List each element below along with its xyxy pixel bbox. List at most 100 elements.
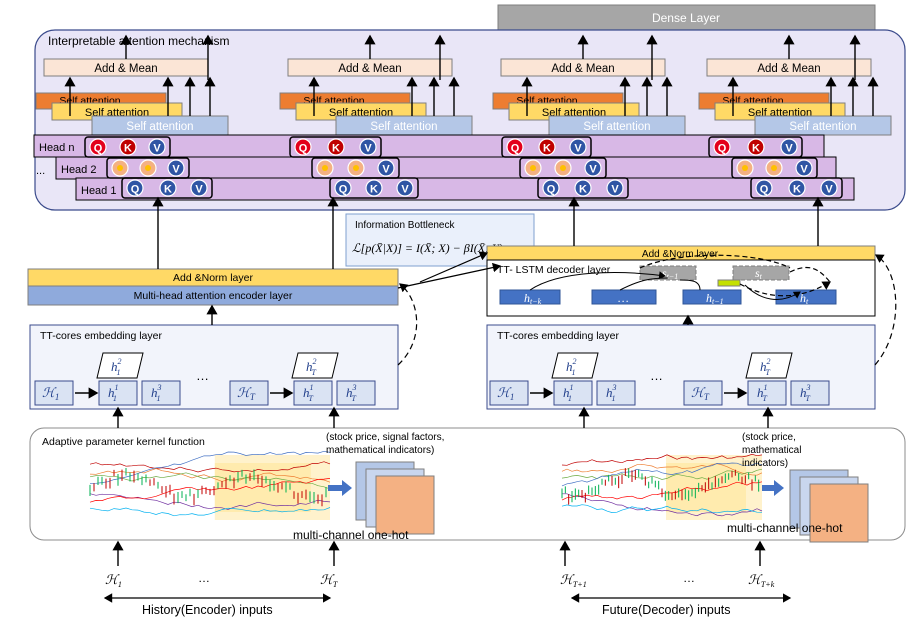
qkv-label: Q — [760, 184, 769, 196]
qkv-dot — [771, 165, 777, 171]
future-inputs-label: Future(Decoder) inputs — [602, 603, 731, 617]
qkv-circle-q — [755, 179, 773, 197]
qkv-label: V — [195, 184, 203, 196]
qkv-label: V — [574, 143, 582, 155]
onehot-channel-front — [375, 475, 435, 535]
tt-dots: … — [650, 368, 663, 383]
qkv-group-box — [289, 136, 382, 158]
qkv-label: V — [589, 164, 597, 176]
chart-line — [561, 468, 763, 480]
qkv-circle-v — [190, 179, 208, 197]
head-label: Head 1 — [81, 185, 116, 197]
onehot-label-right: multi-channel one-hot — [727, 521, 843, 535]
qkv-circle-v — [359, 138, 377, 156]
chart-line — [89, 507, 331, 517]
qkv-group-box — [329, 177, 419, 199]
mha-encoder-label: Multi-head attention encoder layer — [134, 290, 293, 302]
encoder-add-norm-label: Add &Norm layer — [173, 272, 253, 284]
self-attention-label: Self attention — [370, 121, 437, 133]
qkv-group-box — [750, 177, 843, 199]
lstm-state-label: st — [755, 266, 763, 281]
qkv-dot — [742, 165, 748, 171]
encoder-to-decoder-arrow — [419, 251, 489, 283]
tt-h3-cell — [141, 380, 181, 406]
qkv-dot — [117, 165, 123, 171]
stock-chart — [89, 450, 331, 520]
qkv-label: V — [825, 184, 833, 196]
qkv-label: Q — [547, 184, 556, 196]
dense-layer-box — [497, 4, 876, 31]
qkv-label: K — [752, 143, 760, 155]
qkv-circle-k — [747, 138, 765, 156]
qkv-circle-v — [396, 179, 414, 197]
qkv-label: V — [800, 164, 808, 176]
qkv-label: V — [172, 164, 180, 176]
qkv-circle-k — [788, 179, 806, 197]
tt-h1-cell — [747, 380, 787, 406]
qkv-circle-v — [606, 179, 624, 197]
lstm-link-dashed — [789, 267, 831, 283]
qkv-dot — [145, 165, 151, 171]
qkv-label: V — [153, 143, 161, 155]
qkv-group-box — [708, 136, 803, 158]
lstm-hidden-cell — [775, 289, 837, 305]
qkv-dot — [322, 165, 328, 171]
tt-h2-cell — [291, 352, 339, 379]
chart-line — [89, 461, 331, 473]
lstm-link — [744, 284, 801, 300]
qkv-circle-v — [569, 138, 587, 156]
bottleneck-formula: ℒ[p(X̄|X)] = I(X̄; X) − βI(X̄; Y) — [352, 241, 503, 255]
qkv-circle-q — [294, 138, 312, 156]
input-h-label: ℋT+1 — [560, 572, 587, 589]
head-dots: ... — [36, 165, 45, 177]
history-inputs-label: History(Encoder) inputs — [142, 603, 273, 617]
input-h-label: ℋT+k — [748, 572, 775, 589]
input-dots: … — [683, 571, 695, 585]
tt-h2-cell — [551, 352, 599, 379]
tt-h-cell — [683, 380, 723, 406]
onehot-label-left: multi-channel one-hot — [293, 528, 409, 542]
lstm-state-cell — [732, 265, 790, 281]
qkv-circle-q — [506, 138, 524, 156]
qkv-circle-v — [780, 138, 798, 156]
tt-dots: … — [196, 368, 209, 383]
lstm-gate — [717, 279, 741, 287]
qkv-circle-v — [377, 159, 395, 177]
connecting-arrows — [112, 34, 897, 566]
bottleneck-title: Information Bottleneck — [355, 220, 455, 231]
qkv-label: V — [785, 143, 793, 155]
lstm-link — [679, 279, 701, 291]
lstm-title: TT- LSTM decoder layer — [497, 264, 611, 276]
tt-h-cell — [489, 380, 529, 406]
transform-arrow — [328, 480, 352, 496]
qkv-circle-k — [538, 138, 556, 156]
add-mean-label: Add & Mean — [94, 63, 157, 75]
lstm-hidden-label: ht — [800, 291, 809, 306]
chart-line — [561, 462, 763, 487]
qkv-circle-q — [89, 138, 107, 156]
attention-title: Interpretable attention mechanism — [48, 34, 229, 48]
qkv-circle-q — [542, 179, 560, 197]
lstm-link — [619, 277, 669, 291]
lstm-hidden-cell — [591, 289, 657, 305]
lstm-hidden-cell — [682, 289, 742, 305]
lstm-link-dashed — [639, 254, 791, 269]
qkv-dot — [560, 165, 566, 171]
qkv-circle-v — [148, 138, 166, 156]
